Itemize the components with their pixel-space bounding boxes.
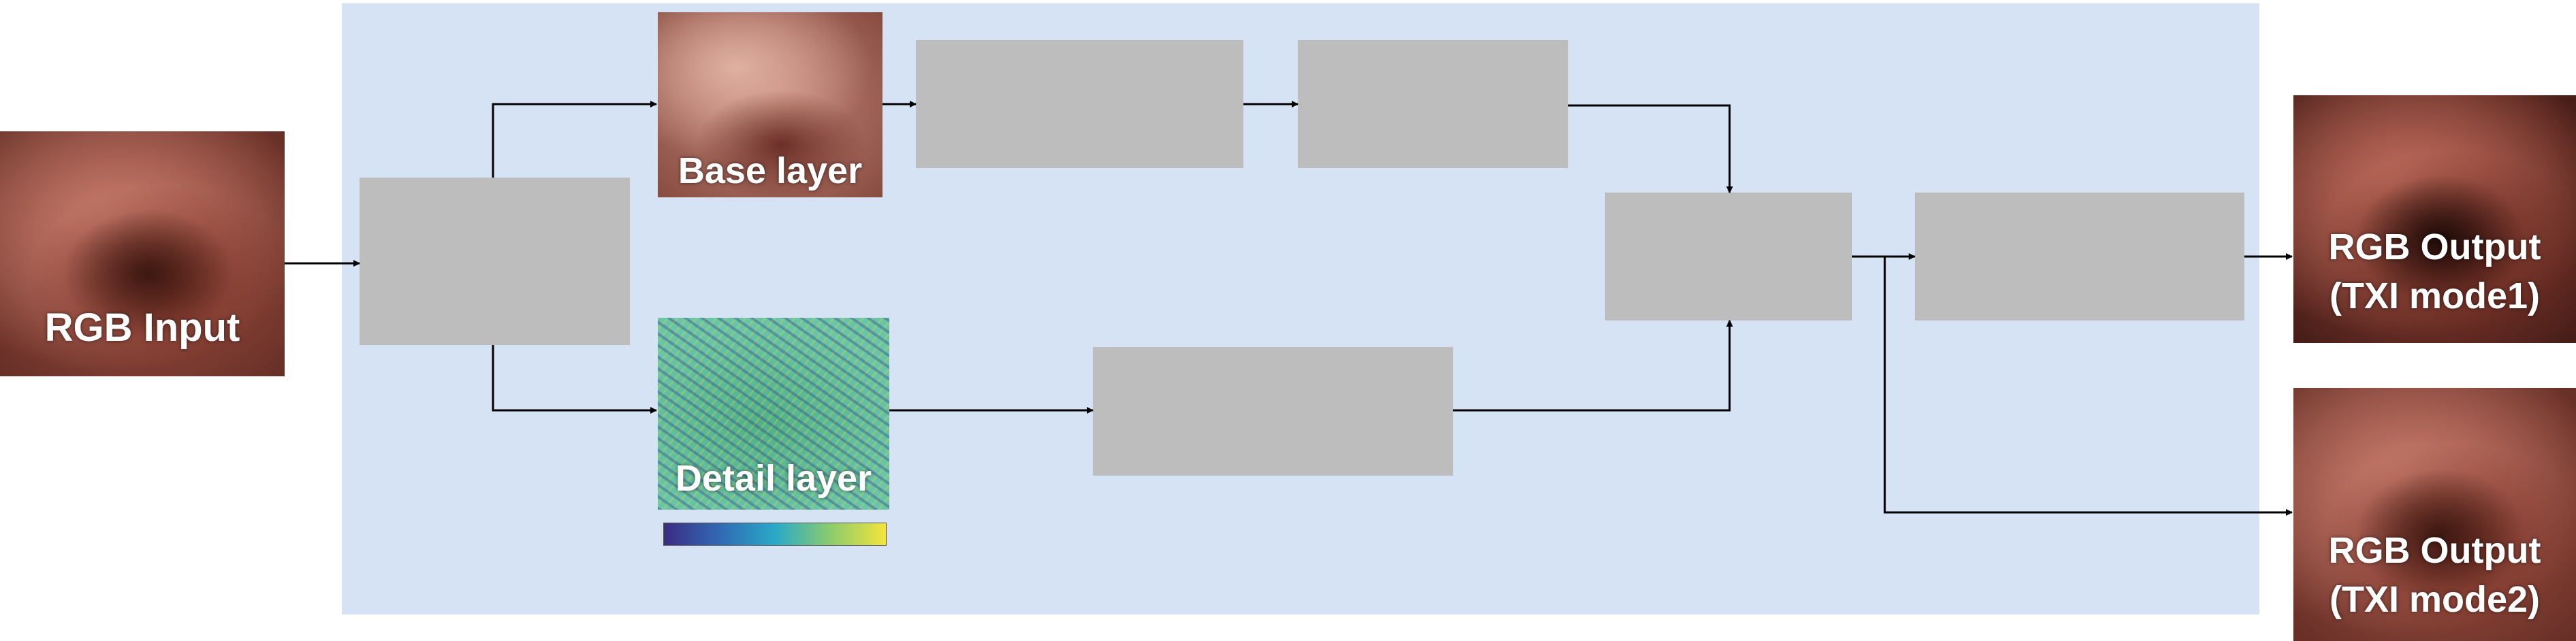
detail-colorbar [663,523,887,546]
rgb-input-label: RGB Input [44,306,240,350]
rgb-output-mode2-label-line2: (TXI mode2) [2329,579,2541,620]
base-layer-label: Base layer [678,150,863,191]
rgb-output-mode1-label-line1: RGB Output [2328,227,2541,267]
detail-layer-label: Detail layer [675,458,872,499]
base-process-box-2 [1298,40,1568,168]
arrow-decompose-to-base [492,101,657,178]
rgb-input-image: RGB Input [0,131,285,376]
arrow-detailbox-to-merge [1453,320,1733,412]
rgb-output-mode2-label-line1: RGB Output [2328,530,2541,571]
detail-layer-image: Detail layer [658,318,889,510]
merge-box [1605,193,1852,320]
rgb-output-mode2-image: RGB Output (TXI mode2) [2293,388,2576,641]
rgb-output-mode1-image: RGB Output (TXI mode1) [2293,95,2576,343]
arrow-decompose-to-detail [492,345,657,414]
base-process-box-1 [916,40,1243,168]
decompose-box [360,178,630,345]
arrow-merge-to-output2 [1883,257,2293,516]
detail-process-box [1093,347,1453,476]
base-layer-image: Base layer [658,12,882,197]
enhance-box [1915,193,2244,320]
rgb-output-mode1-label-line2: (TXI mode1) [2329,276,2541,316]
arrow-box2-to-merge [1568,104,1733,193]
